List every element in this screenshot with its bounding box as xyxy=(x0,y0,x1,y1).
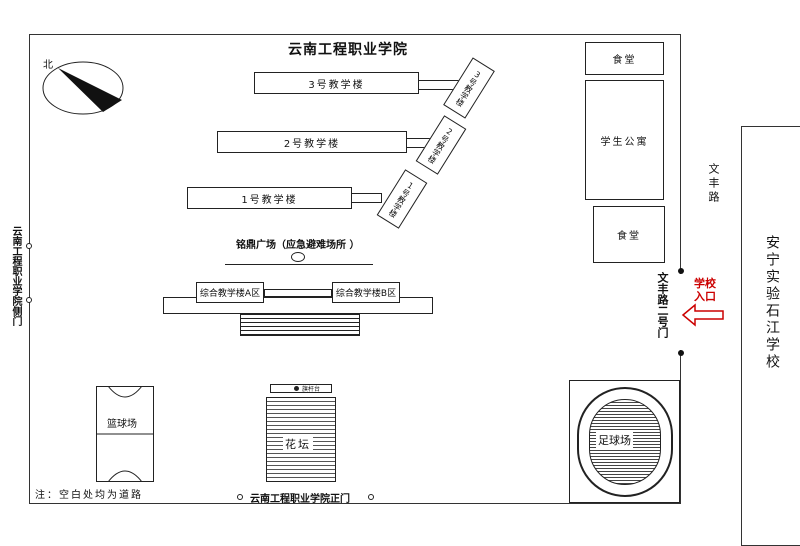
complex-building-a[interactable]: 综合教学楼A区 xyxy=(196,282,264,303)
building-2-main[interactable]: 2号教学楼 xyxy=(217,131,407,153)
east-gate-dot-top xyxy=(678,268,684,274)
building-1-main[interactable]: 1号教学楼 xyxy=(187,187,352,209)
plaza-label: 铭鼎广场（应急避难场所 ） xyxy=(236,240,360,251)
student-dorm[interactable]: 学生公寓 xyxy=(585,80,664,200)
plaza-fountain xyxy=(291,252,305,262)
east-gate-label: 文丰路二号门 xyxy=(656,272,669,338)
flower-bed[interactable]: 花坛 xyxy=(266,397,336,482)
entrance-label: 学校入口 xyxy=(694,277,716,303)
complex-a-label: 综合教学楼A区 xyxy=(199,289,261,299)
complex-base xyxy=(163,297,433,314)
building-1-link xyxy=(352,193,382,203)
map-note: 注：空白处均为道路 xyxy=(35,490,143,501)
flagpole-label: 旗杆台 xyxy=(302,386,321,393)
main-gate-label: 云南工程职业学院正门 xyxy=(250,494,350,505)
road-east-label: 文丰路 xyxy=(707,163,720,205)
canteen-bottom-label: 食堂 xyxy=(617,231,641,242)
building-2-label: 2号教学楼 xyxy=(283,138,341,150)
main-gate-dot-left xyxy=(237,494,243,500)
flagpole-dot xyxy=(294,386,299,391)
complex-steps xyxy=(240,314,360,336)
compass-icon xyxy=(42,61,124,115)
football-field-area xyxy=(569,380,680,503)
neighbor-school-label: 安宁实验石江学校 xyxy=(764,235,780,371)
north-compass: 北 xyxy=(40,58,130,118)
building-3-label: 3号教学楼 xyxy=(308,79,365,91)
plaza-line xyxy=(225,264,373,265)
neighbor-school[interactable]: 安宁实验石江学校 xyxy=(741,126,800,546)
compass-north-label: 北 xyxy=(43,60,53,71)
football-label: 足球场 xyxy=(596,432,633,448)
basketball-court[interactable]: 篮球场 xyxy=(96,386,154,482)
map-title: 云南工程职业学院 xyxy=(288,42,408,58)
side-gate-dot-bottom xyxy=(26,297,32,303)
basketball-label: 篮球场 xyxy=(107,419,137,430)
student-dorm-label: 学生公寓 xyxy=(600,136,649,148)
complex-connector xyxy=(264,289,332,297)
football-track[interactable]: 足球场 xyxy=(577,387,673,497)
side-gate-label: 云南工程职业学院侧门 xyxy=(10,226,21,326)
side-gate-dot-top xyxy=(26,243,32,249)
main-gate-dot-right xyxy=(368,494,374,500)
complex-b-label: 综合教学楼B区 xyxy=(335,289,397,299)
entrance-arrow-icon[interactable] xyxy=(681,303,727,327)
canteen-top-label: 食堂 xyxy=(612,55,637,66)
building-1-label: 1号教学楼 xyxy=(241,194,298,206)
flower-bed-label: 花坛 xyxy=(283,436,313,452)
basketball-court-lines xyxy=(96,386,154,482)
complex-building-b[interactable]: 综合教学楼B区 xyxy=(332,282,400,303)
building-3-main[interactable]: 3号教学楼 xyxy=(254,72,419,94)
east-gate-dot-bottom xyxy=(678,350,684,356)
canteen-top[interactable]: 食堂 xyxy=(585,42,664,75)
canteen-bottom[interactable]: 食堂 xyxy=(593,206,665,263)
east-gate-opening xyxy=(679,274,683,350)
flagpole-stand xyxy=(270,384,332,393)
